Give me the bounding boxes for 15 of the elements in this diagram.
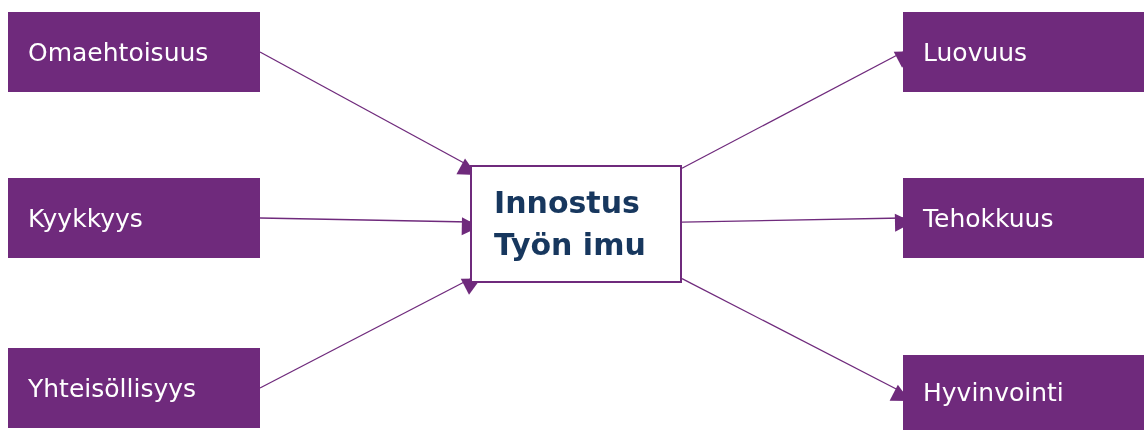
label-box — [8, 348, 260, 428]
central-box — [470, 165, 682, 283]
box-label: Tehokkuus — [923, 202, 1055, 235]
box-label: Kyykkyys — [28, 202, 144, 235]
box-label: Hyvinvointi — [923, 377, 1065, 409]
label-box — [903, 355, 1144, 430]
box-label: Yhteisöllisyys — [28, 372, 198, 405]
box-label: Omaehtoisuus — [28, 36, 210, 69]
box-label: Luovuus — [923, 36, 1029, 69]
label-box — [903, 12, 1144, 92]
label-box — [8, 12, 260, 92]
label-box — [8, 178, 260, 258]
heading-text: Innostus — [494, 184, 641, 222]
label-box — [903, 178, 1144, 258]
heading-text: Työn imu — [494, 226, 647, 264]
